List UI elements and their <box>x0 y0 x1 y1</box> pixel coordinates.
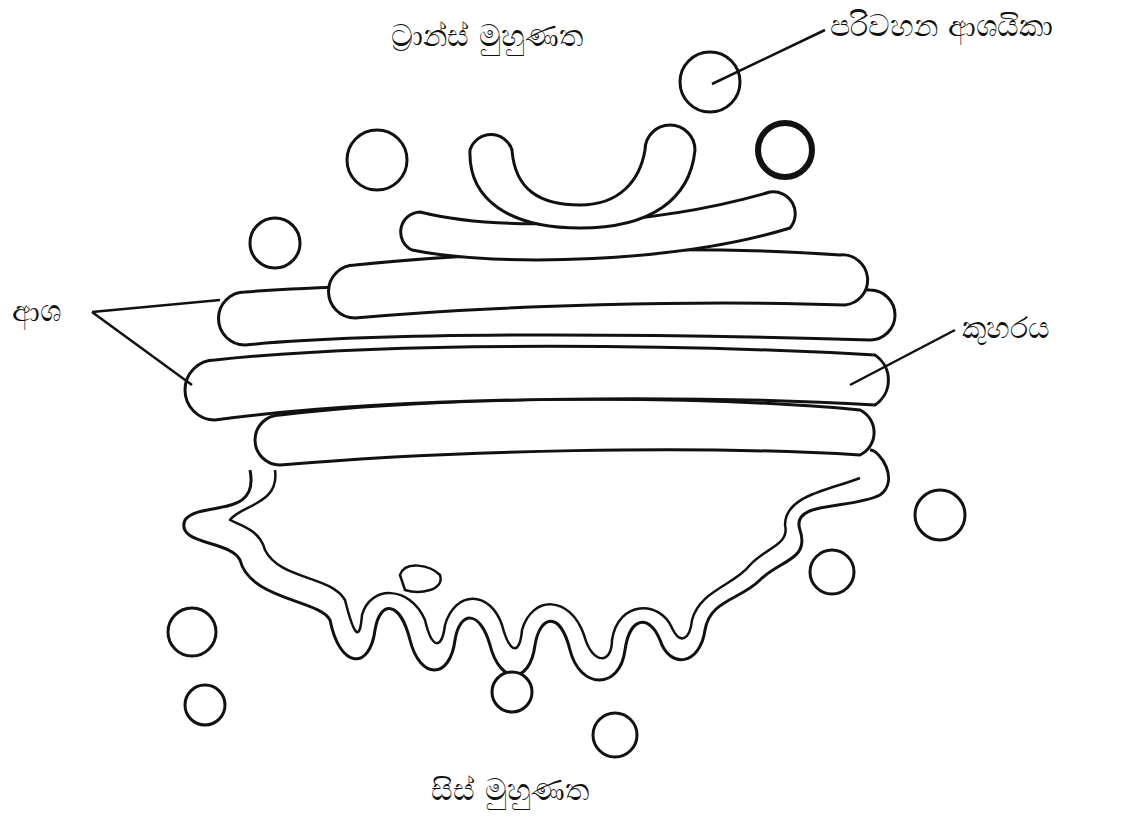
part-label: පරිවහන ආශයිකා <box>830 8 1053 44</box>
cisterna <box>329 250 868 318</box>
cisterna <box>185 346 888 420</box>
leader-lines <box>92 30 955 385</box>
cis-network-inner <box>230 470 860 658</box>
part-label: ආශ <box>12 293 61 329</box>
cisterna <box>470 125 695 228</box>
face-label: ට්‍රාන්ස් මුහුණත <box>391 18 583 54</box>
cis-blob <box>400 566 441 592</box>
part-label: කුහරය <box>962 310 1050 346</box>
cisterna <box>255 399 874 465</box>
vesicles <box>168 52 965 757</box>
cis-network <box>184 450 889 680</box>
face-label: සිස් මුහුණත <box>431 772 589 808</box>
